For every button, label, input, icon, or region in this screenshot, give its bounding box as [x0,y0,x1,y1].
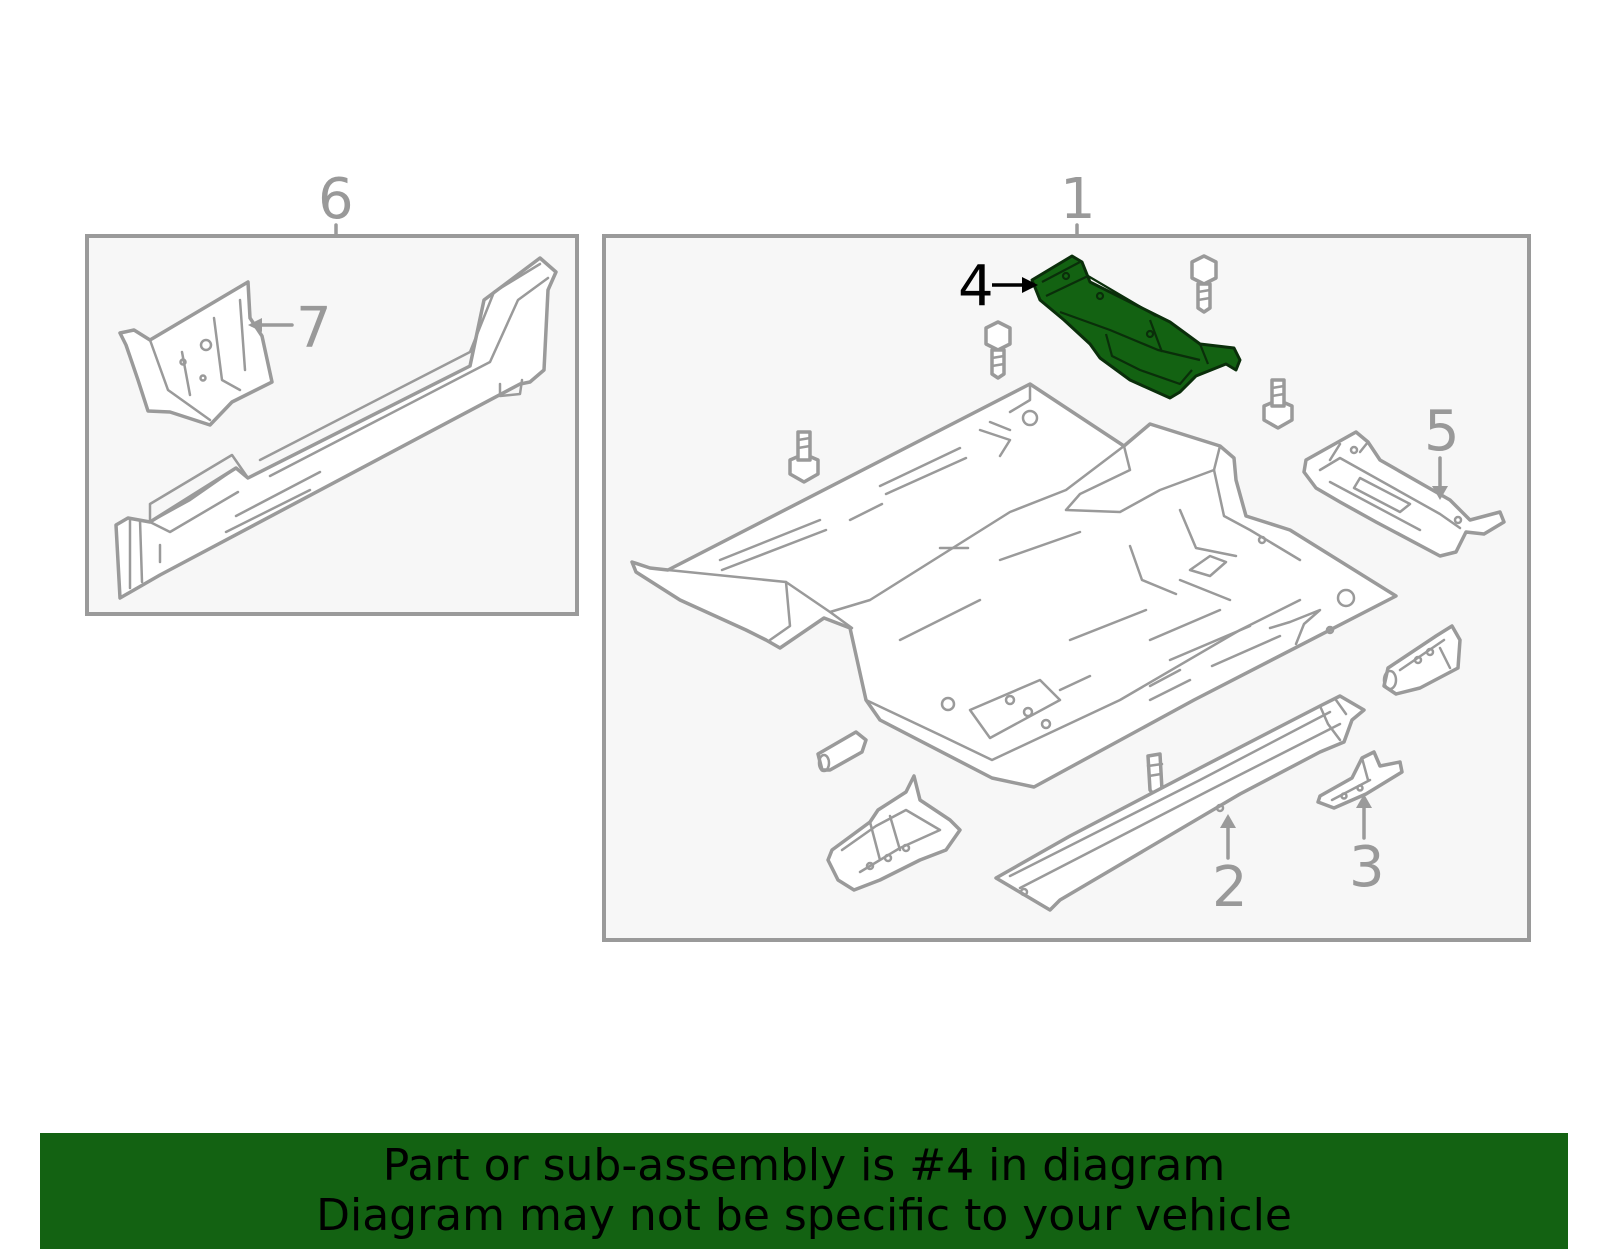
callout-3[interactable]: 3 [1349,835,1385,900]
bolt-4[interactable] [788,430,820,484]
banner-line-2: Diagram may not be specific to your vehi… [316,1190,1292,1241]
bracket-right[interactable] [1382,624,1462,696]
callout-7[interactable]: 7 [296,296,332,361]
part-4-crossmember[interactable]: 4 [958,254,1242,400]
part-6-rocker-panel[interactable] [114,256,558,600]
callout-6[interactable]: 6 [318,167,354,232]
info-banner: Part or sub-assembly is #4 in diagram Di… [40,1133,1568,1249]
part-3-gusset[interactable]: 3 [1316,750,1404,900]
bolt-2[interactable] [984,320,1012,380]
callout-4[interactable]: 4 [958,254,994,319]
part-1-floor-pan[interactable] [630,382,1398,789]
plug[interactable] [816,730,868,773]
bolt-3[interactable] [1262,378,1294,430]
callout-5[interactable]: 5 [1424,399,1460,464]
part-5-crossmember[interactable]: 5 [1302,399,1506,558]
part-7-bracket[interactable]: 7 [118,280,332,427]
bolt-1[interactable] [1190,254,1218,314]
callout-1[interactable]: 1 [1060,167,1096,232]
part-2-floor-rail[interactable]: 2 [994,694,1366,920]
banner-line-1: Part or sub-assembly is #4 in diagram [382,1140,1226,1191]
bracket-left-lower[interactable] [826,774,962,892]
callout-2[interactable]: 2 [1212,855,1248,920]
